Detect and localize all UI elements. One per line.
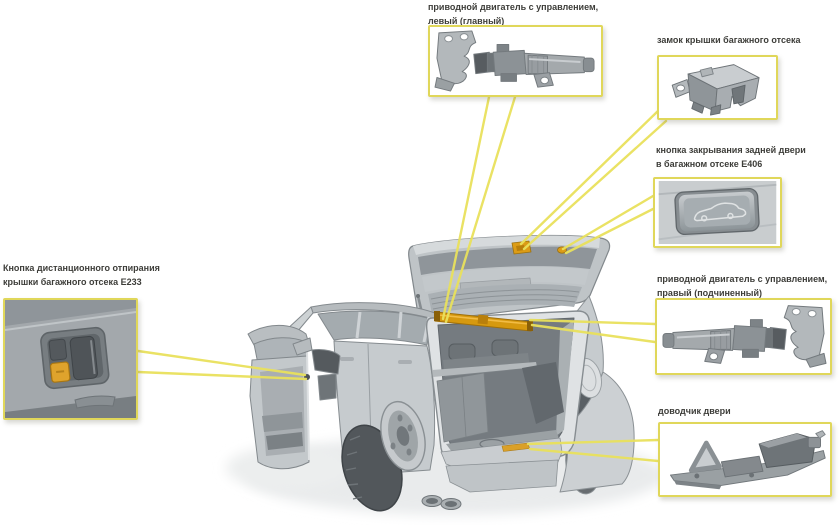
connector-remote-btn-b bbox=[136, 370, 308, 381]
callout-label-close-button: кнопка закрывания задней двери в багажно… bbox=[656, 145, 806, 169]
connector-motor-left-b bbox=[444, 95, 517, 324]
exhaust-pipes bbox=[421, 495, 462, 510]
drive-motor-left-image bbox=[434, 29, 596, 93]
remote-button-image bbox=[5, 300, 136, 418]
callout-box-remote-button bbox=[3, 298, 138, 420]
callout-box-trunk-lock bbox=[657, 55, 778, 120]
trunk-lock-image bbox=[671, 64, 760, 116]
callout-box-drive-motor-left bbox=[428, 25, 603, 97]
connector-lines bbox=[136, 95, 668, 463]
connector-close-btn-a bbox=[561, 194, 655, 251]
callout-label-drive-motor-left: приводной двигатель с управлением, левый… bbox=[428, 2, 599, 26]
drive-motor-bar-highlight bbox=[434, 311, 533, 332]
callout-label-trunk-lock: замок крышки багажного отсека bbox=[657, 35, 801, 45]
callout-label-drive-motor-right: приводной двигатель с управлением, правы… bbox=[657, 274, 828, 298]
door-closer-image bbox=[669, 430, 826, 490]
callout-box-close-button bbox=[653, 177, 782, 248]
open-driver-door bbox=[247, 324, 341, 470]
connector-remote-btn-a bbox=[136, 349, 307, 377]
front-wheel bbox=[341, 400, 426, 512]
connector-motor-right-b bbox=[530, 323, 657, 344]
callout-box-door-closer bbox=[658, 422, 832, 497]
connector-lock-b bbox=[522, 119, 668, 251]
car-silhouette-icon bbox=[693, 202, 747, 222]
callout-label-remote-button: Кнопка дистанционного отпирания крышки б… bbox=[3, 263, 160, 287]
callout-box-drive-motor-right bbox=[655, 298, 832, 375]
trunk-interior bbox=[425, 310, 590, 493]
connector-motor-right-a bbox=[528, 318, 657, 326]
connector-motor-left-a bbox=[441, 95, 491, 321]
connector-close-btn-b bbox=[564, 207, 655, 255]
connector-door-closer-b bbox=[528, 447, 660, 463]
close-button-image bbox=[658, 181, 777, 244]
drive-motor-right-image bbox=[661, 304, 828, 369]
callout-label-door-closer: доводчик двери bbox=[658, 406, 731, 416]
connector-lock-a bbox=[519, 108, 661, 246]
connector-door-closer-a bbox=[526, 438, 660, 446]
